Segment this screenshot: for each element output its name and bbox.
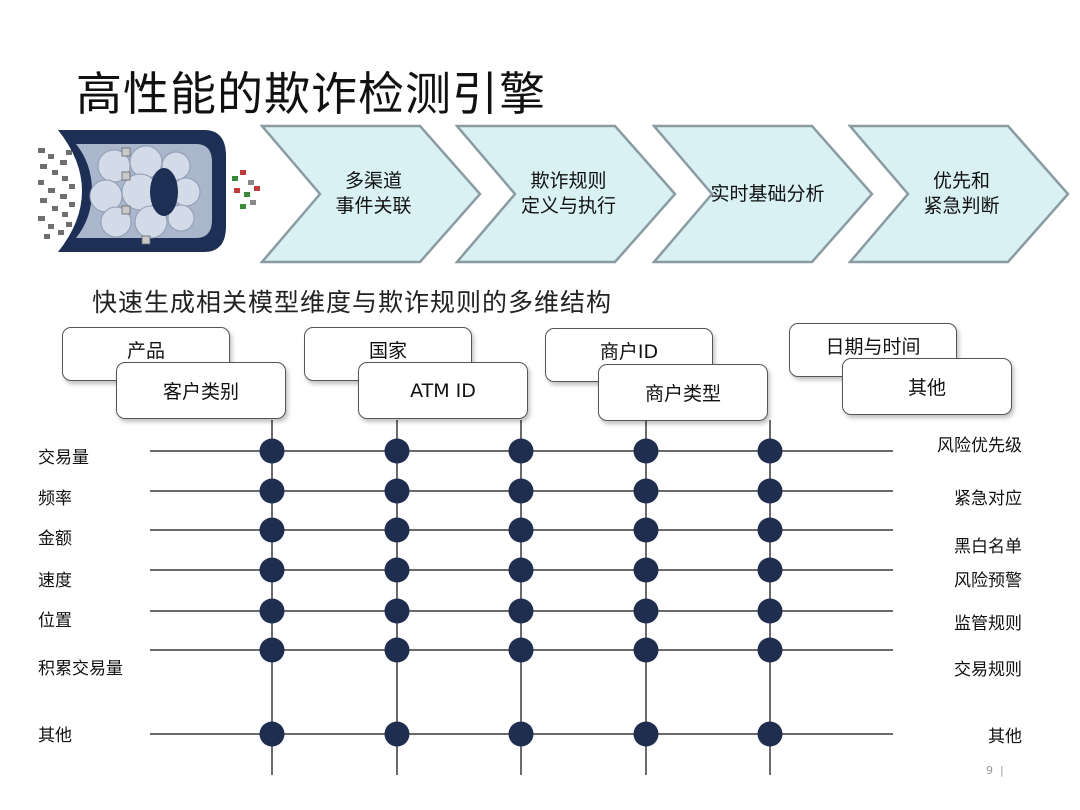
category-label: 国家: [368, 340, 407, 362]
category-label: 日期与时间: [825, 336, 921, 358]
pipeline-step-3: 实时基础分析: [652, 124, 877, 264]
intersection-node: [508, 438, 534, 464]
category-label: 产品: [126, 340, 165, 362]
page-number: 9 |: [986, 764, 1004, 777]
intersection-node: [384, 438, 410, 464]
intersection-node: [259, 598, 285, 624]
category-label: 商户ID: [599, 341, 659, 363]
intersection-node: [259, 721, 285, 747]
row-label-left: 位置: [38, 611, 72, 631]
intersection-node: [259, 478, 285, 504]
data-pipe-graphic: [38, 130, 260, 252]
pipeline-step-2: 欺诈规则 定义与执行: [455, 124, 680, 264]
row-label-right: 其他: [988, 727, 1022, 747]
category-label: 商户类型: [644, 383, 721, 405]
category-box-merchant-type: 商户类型: [598, 364, 768, 421]
intersection-node: [259, 517, 285, 543]
pipeline-step-label: 优先和 紧急判断: [923, 170, 1000, 217]
intersection-node: [757, 438, 783, 464]
intersection-node: [384, 557, 410, 583]
category-label: 客户类别: [162, 381, 239, 403]
intersection-node: [508, 557, 534, 583]
pipeline-step-label: 多渠道 事件关联: [335, 170, 412, 217]
intersection-node: [508, 721, 534, 747]
category-label: ATM ID: [410, 379, 476, 402]
intersection-node: [633, 478, 659, 504]
category-box-other: 其他: [842, 358, 1012, 415]
row-label-right: 交易规则: [954, 660, 1022, 680]
pipeline-step-label: 欺诈规则 定义与执行: [520, 170, 616, 217]
intersection-node: [508, 478, 534, 504]
page-title: 高性能的欺诈检测引擎: [76, 67, 546, 121]
category-label: 其他: [907, 377, 946, 399]
intersection-node: [508, 598, 534, 624]
intersection-node: [384, 721, 410, 747]
intersection-node: [757, 478, 783, 504]
pipeline-step-1: 多渠道 事件关联: [260, 124, 485, 264]
intersection-node: [384, 637, 410, 663]
intersection-node: [633, 598, 659, 624]
subtitle: 快速生成相关模型维度与欺诈规则的多维结构: [92, 288, 613, 317]
row-label-right: 黑白名单: [954, 537, 1022, 557]
row-label-right: 紧急对应: [954, 489, 1022, 509]
intersection-node: [259, 637, 285, 663]
category-box-atm-id: ATM ID: [358, 362, 528, 419]
intersection-node: [384, 478, 410, 504]
intersection-node: [633, 438, 659, 464]
intersection-node: [384, 517, 410, 543]
intersection-node: [757, 721, 783, 747]
row-label-right: 风险预警: [954, 571, 1022, 591]
intersection-node: [384, 598, 410, 624]
row-label-right: 风险优先级: [937, 436, 1022, 456]
row-label-left: 其他: [38, 726, 72, 746]
intersection-node: [757, 637, 783, 663]
pipeline-step-label: 实时基础分析: [710, 182, 825, 205]
row-label-left: 积累交易量: [38, 659, 123, 679]
row-label-left: 速度: [38, 571, 72, 591]
intersection-node: [633, 721, 659, 747]
intersection-node: [633, 517, 659, 543]
intersection-node: [757, 598, 783, 624]
chevron-shape: [652, 124, 874, 264]
intersection-node: [757, 517, 783, 543]
chevron-shape: [848, 124, 1070, 264]
row-label-right: 监管规则: [954, 614, 1022, 634]
pipeline-step-4: 优先和 紧急判断: [848, 124, 1073, 264]
intersection-node: [508, 517, 534, 543]
intersection-node: [757, 557, 783, 583]
intersection-node: [633, 637, 659, 663]
row-label-left: 交易量: [38, 448, 89, 468]
intersection-node: [633, 557, 659, 583]
intersection-node: [508, 637, 534, 663]
intersection-node: [259, 557, 285, 583]
chevron-shape: [260, 124, 482, 264]
intersection-node: [259, 438, 285, 464]
category-box-customer-type: 客户类别: [116, 362, 286, 419]
row-label-left: 频率: [38, 489, 72, 509]
chevron-shape: [455, 124, 677, 264]
row-label-left: 金额: [38, 529, 72, 549]
